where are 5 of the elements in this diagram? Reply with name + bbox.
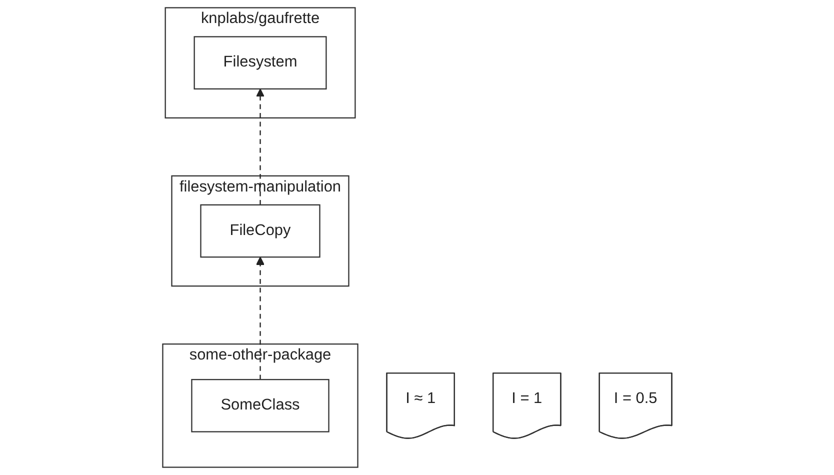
arrow — [256, 256, 264, 380]
arrow — [256, 88, 264, 205]
node-box: Filesystem — [193, 36, 326, 90]
node-box: FileCopy — [200, 204, 320, 258]
node-box: SomeClass — [190, 378, 330, 432]
